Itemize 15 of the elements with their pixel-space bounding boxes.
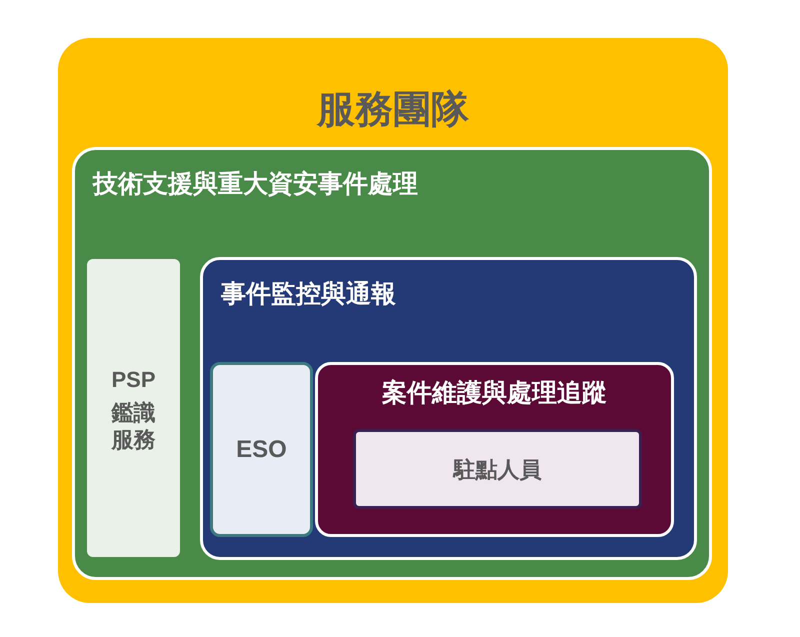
- box-subtitle: 鑑識服務: [110, 400, 156, 453]
- service-box: [87, 259, 180, 557]
- box-title: 駐點人員: [454, 456, 542, 484]
- box-title: 事件監控與通報: [221, 279, 396, 310]
- box-title: 服務團隊: [315, 88, 470, 133]
- box-title: 案件維護與處理追蹤: [381, 378, 608, 409]
- staff-box: [353, 429, 642, 509]
- box-title: ESO: [236, 434, 287, 464]
- section-panel: [200, 257, 697, 560]
- outer-panel: [58, 38, 728, 603]
- box-title: 技術支援與重大資安事件處理: [93, 169, 418, 200]
- box-title: PSP: [111, 366, 156, 394]
- section-panel: [315, 362, 674, 537]
- service-box: [210, 362, 313, 537]
- section-panel: [72, 147, 712, 580]
